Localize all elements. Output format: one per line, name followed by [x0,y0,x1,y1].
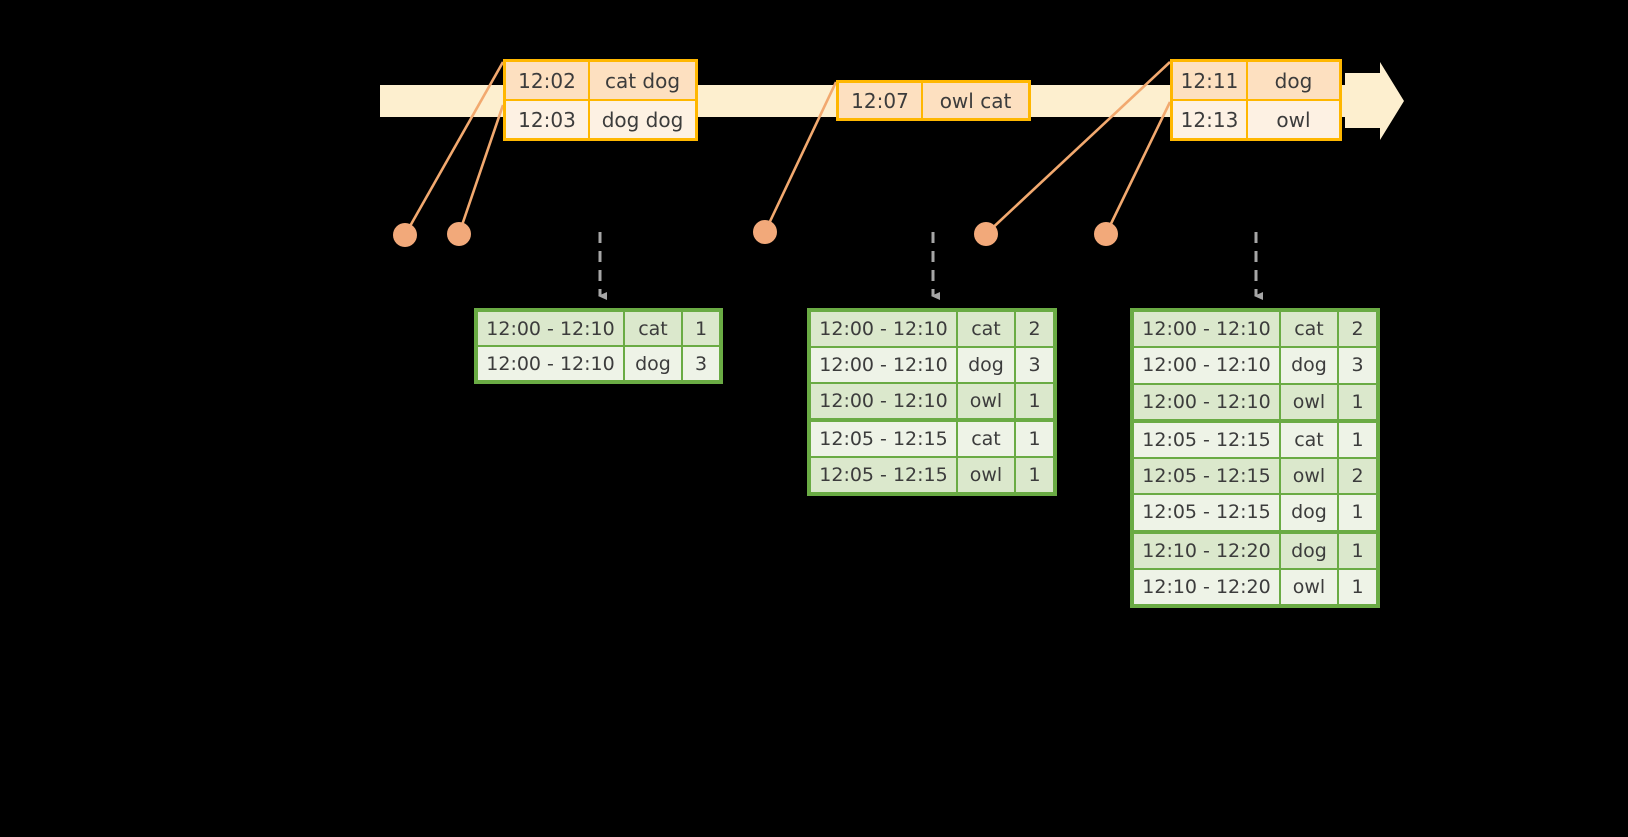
event-time: 12:13 [1173,101,1248,138]
cell-window: 12:05 - 12:15 [1134,495,1281,530]
cell-window: 12:05 - 12:15 [811,458,958,492]
cell-count: 1 [1339,384,1376,419]
event-time: 12:07 [839,83,923,118]
cell-count: 1 [1339,422,1376,457]
cell-count: 1 [683,312,719,345]
cell-window: 12:00 - 12:10 [811,348,958,382]
cell-count: 1 [1339,533,1376,568]
stream-dot-3 [753,220,777,244]
cell-count: 1 [1339,569,1376,604]
event-time: 12:03 [506,101,590,138]
cell-count: 3 [1339,348,1376,383]
cell-window: 12:00 - 12:10 [1134,348,1281,383]
cell-count: 2 [1339,312,1376,347]
cell-count: 1 [1016,384,1053,418]
cell-word: owl [958,458,1016,492]
event-words: dog dog [590,101,695,138]
timeline-arrow-head [1345,62,1404,140]
cell-window: 12:10 - 12:20 [1134,533,1281,568]
cell-word: cat [958,422,1016,456]
cell-word: owl [958,384,1016,418]
cell-window: 12:10 - 12:20 [1134,569,1281,604]
cell-window: 12:00 - 12:10 [811,384,958,418]
stream-dot-2 [447,222,471,246]
cell-window: 12:00 - 12:10 [1134,384,1281,419]
cell-count: 2 [1339,459,1376,494]
event-time: 12:11 [1173,62,1248,99]
cell-word: dog [1281,348,1339,383]
cell-word: owl [1281,384,1339,419]
stream-dot-4 [974,222,998,246]
cell-count: 3 [683,347,719,380]
event-box-3[interactable]: 12:11 dog 12:13 owl [1170,59,1342,141]
cell-window: 12:05 - 12:15 [811,422,958,456]
cell-word: cat [958,312,1016,346]
cell-word: dog [958,348,1016,382]
event-row[interactable]: 12:07 owl cat [839,83,1028,118]
cell-word: dog [1281,533,1339,568]
event-row[interactable]: 12:03 dog dog [506,99,695,138]
cell-count: 1 [1339,495,1376,530]
event-row[interactable]: 12:11 dog [1173,62,1339,99]
stream-dots [393,220,1118,247]
event-time: 12:02 [506,62,590,99]
cell-count: 1 [1016,458,1053,492]
event-box-1[interactable]: 12:02 cat dog 12:03 dog dog [503,59,698,141]
result-arrows [598,232,1263,300]
event-words: cat dog [590,62,695,99]
cell-window: 12:05 - 12:15 [1134,422,1281,457]
cell-window: 12:00 - 12:10 [811,312,958,346]
cell-window: 12:00 - 12:10 [478,312,625,345]
cell-word: cat [1281,422,1339,457]
event-words: dog [1248,62,1339,99]
cell-word: owl [1281,569,1339,604]
event-words: owl [1248,101,1339,138]
cell-word: cat [625,312,683,345]
stream-dot-1 [393,223,417,247]
cell-count: 3 [1016,348,1053,382]
cell-window: 12:00 - 12:10 [1134,312,1281,347]
cell-window: 12:00 - 12:10 [478,347,625,380]
event-box-2[interactable]: 12:07 owl cat [836,80,1031,121]
cell-word: dog [1281,495,1339,530]
event-words: owl cat [923,83,1028,118]
cell-word: dog [625,347,683,380]
cell-window: 12:05 - 12:15 [1134,459,1281,494]
cell-count: 2 [1016,312,1053,346]
stream-dot-5 [1094,222,1118,246]
cell-word: cat [1281,312,1339,347]
event-row[interactable]: 12:02 cat dog [506,62,695,99]
cell-word: owl [1281,459,1339,494]
cell-count: 1 [1016,422,1053,456]
event-row[interactable]: 12:13 owl [1173,99,1339,138]
